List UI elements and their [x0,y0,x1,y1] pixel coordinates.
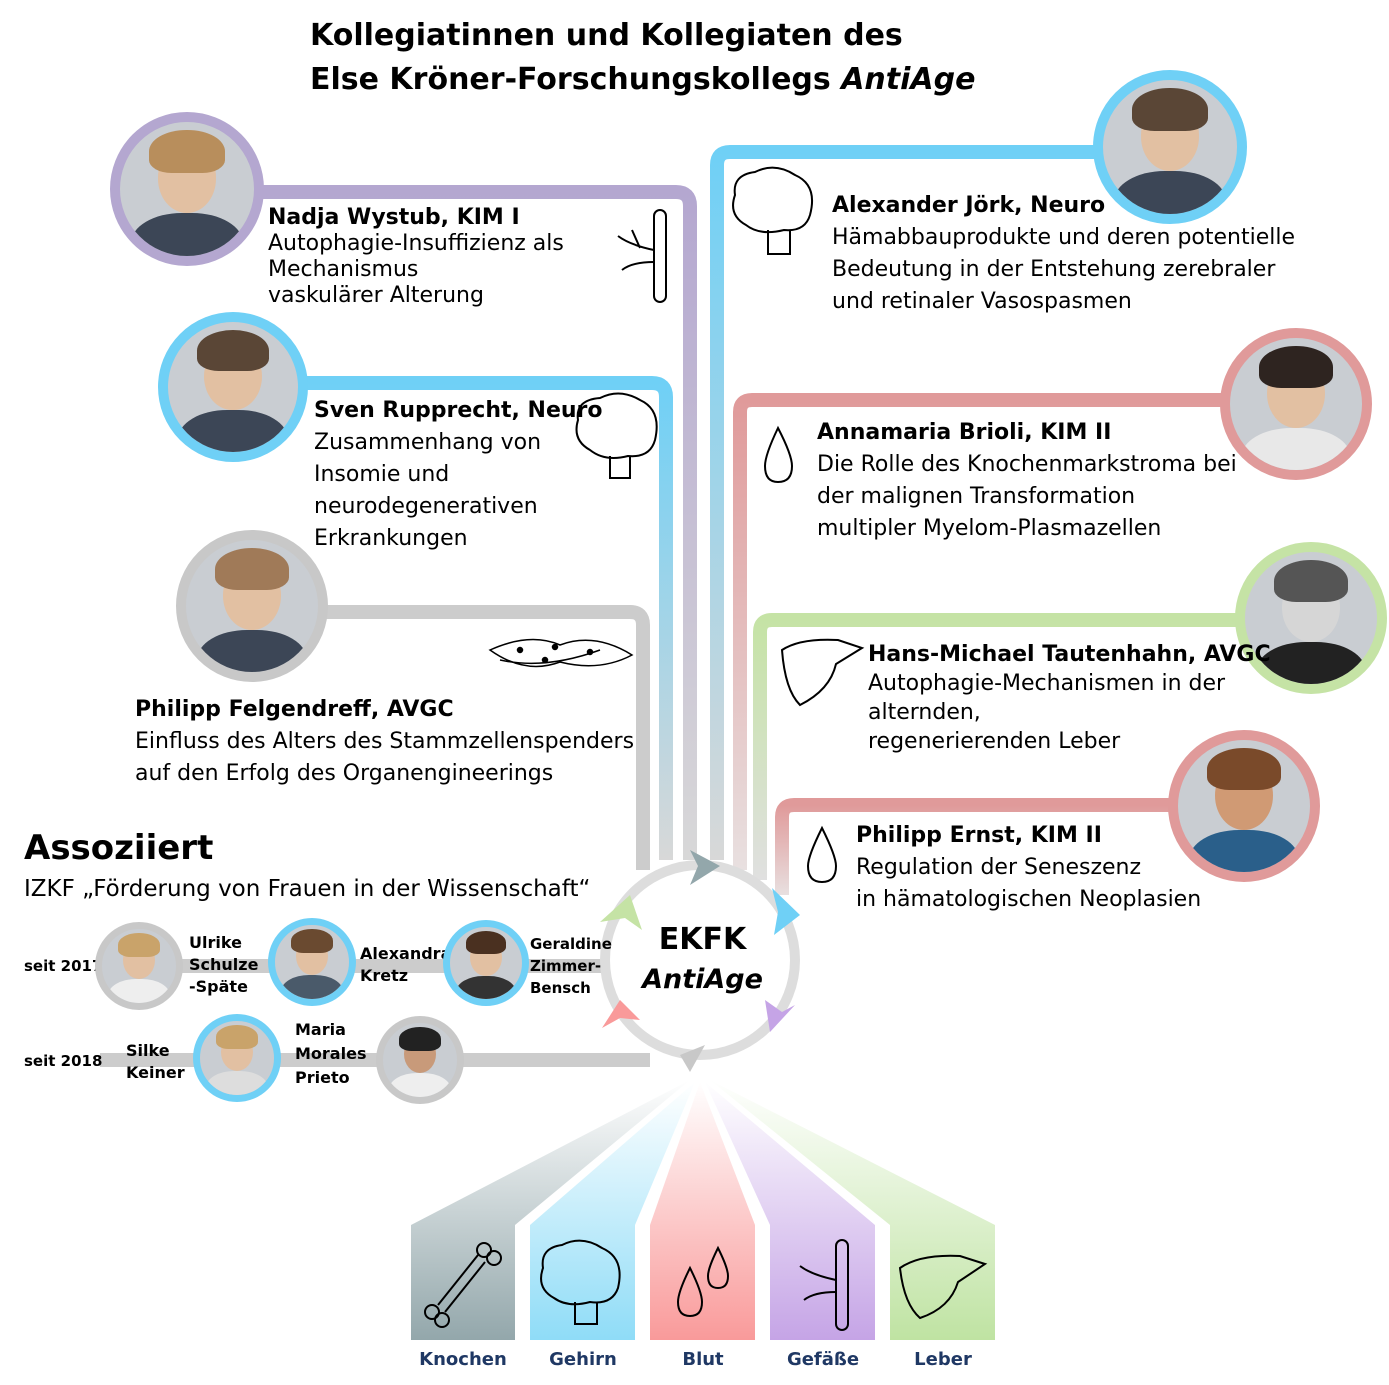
arrow-green [600,895,642,930]
vessel-icon [617,209,667,303]
member-topic: Die Rolle des Knochenmarkstroma bei der … [817,452,1237,541]
drop-icon [763,425,794,484]
fan-gefaesse [705,1082,875,1340]
fan-leber [710,1080,995,1340]
title-line-2: Else Kröner-Forschungskollegs AntiAge [310,62,976,97]
associated-person-name: Maria Morales Prieto [295,1020,367,1087]
avatar-silke-keiner [193,1014,281,1102]
member-name: Hans-Michael Tautenhahn, AVGC [868,642,1271,667]
category-label-knochen: Knochen [419,1349,507,1370]
member-topic: Autophagie-Mechanismen in der alternden,… [868,671,1226,754]
center-line-1: EKFK [658,922,747,957]
member-hans-michael-tautenhahn: Hans-Michael Tautenhahn, AVGC Autophagie… [868,640,1271,756]
avatar-hans-michael-tautenhahn [1235,542,1387,694]
cells-icon [488,638,634,668]
category-label-gehirn: Gehirn [549,1349,617,1370]
center-label: EKFK AntiAge [630,920,775,1000]
member-annamaria-brioli: Annamaria Brioli, KIM II Die Rolle des K… [817,417,1237,545]
page-title: Kollegiatinnen und Kollegiaten des Else … [310,14,975,102]
category-label-blut: Blut [682,1349,724,1370]
member-name: Nadja Wystub, KIM I [268,205,520,230]
arrow-bottom [680,1045,705,1072]
associated-person-name: Alexandra Kretz [360,944,452,985]
avatar-geraldine-zimmer-bensch [443,920,529,1006]
member-topic: Autophagie-Insuffizienz als Mechanismus … [268,231,564,308]
associated-person-name: Geraldine Zimmer- Bensch [530,935,612,997]
member-philipp-felgendreff: Philipp Felgendreff, AVGC Einfluss des A… [135,694,634,790]
bone-icon [424,1242,502,1328]
center-line-2: AntiAge [642,964,763,995]
member-alexander-joerk: Alexander Jörk, Neuro Hämabbauprodukte u… [832,190,1295,318]
brain-icon [732,166,814,255]
avatar-alexandra-kretz [268,918,356,1006]
category-label-leber: Leber [914,1349,972,1370]
brain-icon [575,392,658,479]
fan-gehirn [530,1082,695,1340]
member-sven-rupprecht: Sven Rupprecht, Neuro Zusammenhang von I… [314,395,603,555]
member-name: Sven Rupprecht, Neuro [314,398,603,423]
drop-icon [806,825,838,884]
member-topic: Hämabbauprodukte und deren potentielle B… [832,225,1296,314]
avatar-nadja-wystub [110,112,264,266]
member-name: Alexander Jörk, Neuro [832,193,1106,218]
member-philipp-ernst: Philipp Ernst, KIM II Regulation der Sen… [856,820,1201,916]
brain-icon [540,1239,621,1325]
associated-heading: Assoziiert [24,828,214,868]
avatar-alexander-joerk [1093,70,1247,224]
arrow-purple [765,1000,795,1032]
arrow-grey [690,850,720,885]
title-line-1: Kollegiatinnen und Kollegiaten des [310,18,903,53]
category-label-gefaesse: Gefäße [786,1349,860,1370]
member-topic: Zusammenhang von Insomie und neurodegene… [314,430,542,551]
avatar-maria-morales-prieto [376,1016,464,1104]
liver-icon [780,638,865,707]
arrow-blue [772,888,800,935]
avatar-sven-rupprecht [158,312,308,462]
member-name: Philipp Ernst, KIM II [856,823,1102,848]
associated-person-name: Ulrike Schulze -Späte [189,933,259,996]
associated-subtitle: IZKF „Förderung von Frauen in der Wissen… [24,876,591,902]
since-2018-label: seit 2018 [24,1052,103,1070]
liver-icon [898,1254,988,1320]
arrow-red [602,1000,640,1028]
since-2017-label: seit 2017 [24,957,103,975]
fan-knochen [411,1080,690,1340]
associated-person-name: Silke Keiner [126,1041,185,1082]
member-name: Philipp Felgendreff, AVGC [135,697,454,722]
avatar-philipp-ernst [1168,730,1320,882]
member-name: Annamaria Brioli, KIM II [817,420,1112,445]
avatar-philipp-felgendreff [176,530,328,682]
member-topic: Regulation der Seneszenz in hämatologisc… [856,855,1202,912]
avatar-annamaria-brioli [1220,328,1372,480]
vessel-icon [799,1239,849,1331]
member-nadja-wystub: Nadja Wystub, KIM I Autophagie-Insuffizi… [268,204,564,309]
drops-icon [676,1245,730,1318]
avatar-ulrike-schulze-spaete [95,922,183,1010]
member-topic: Einfluss des Alters des Stammzellenspend… [135,729,635,786]
